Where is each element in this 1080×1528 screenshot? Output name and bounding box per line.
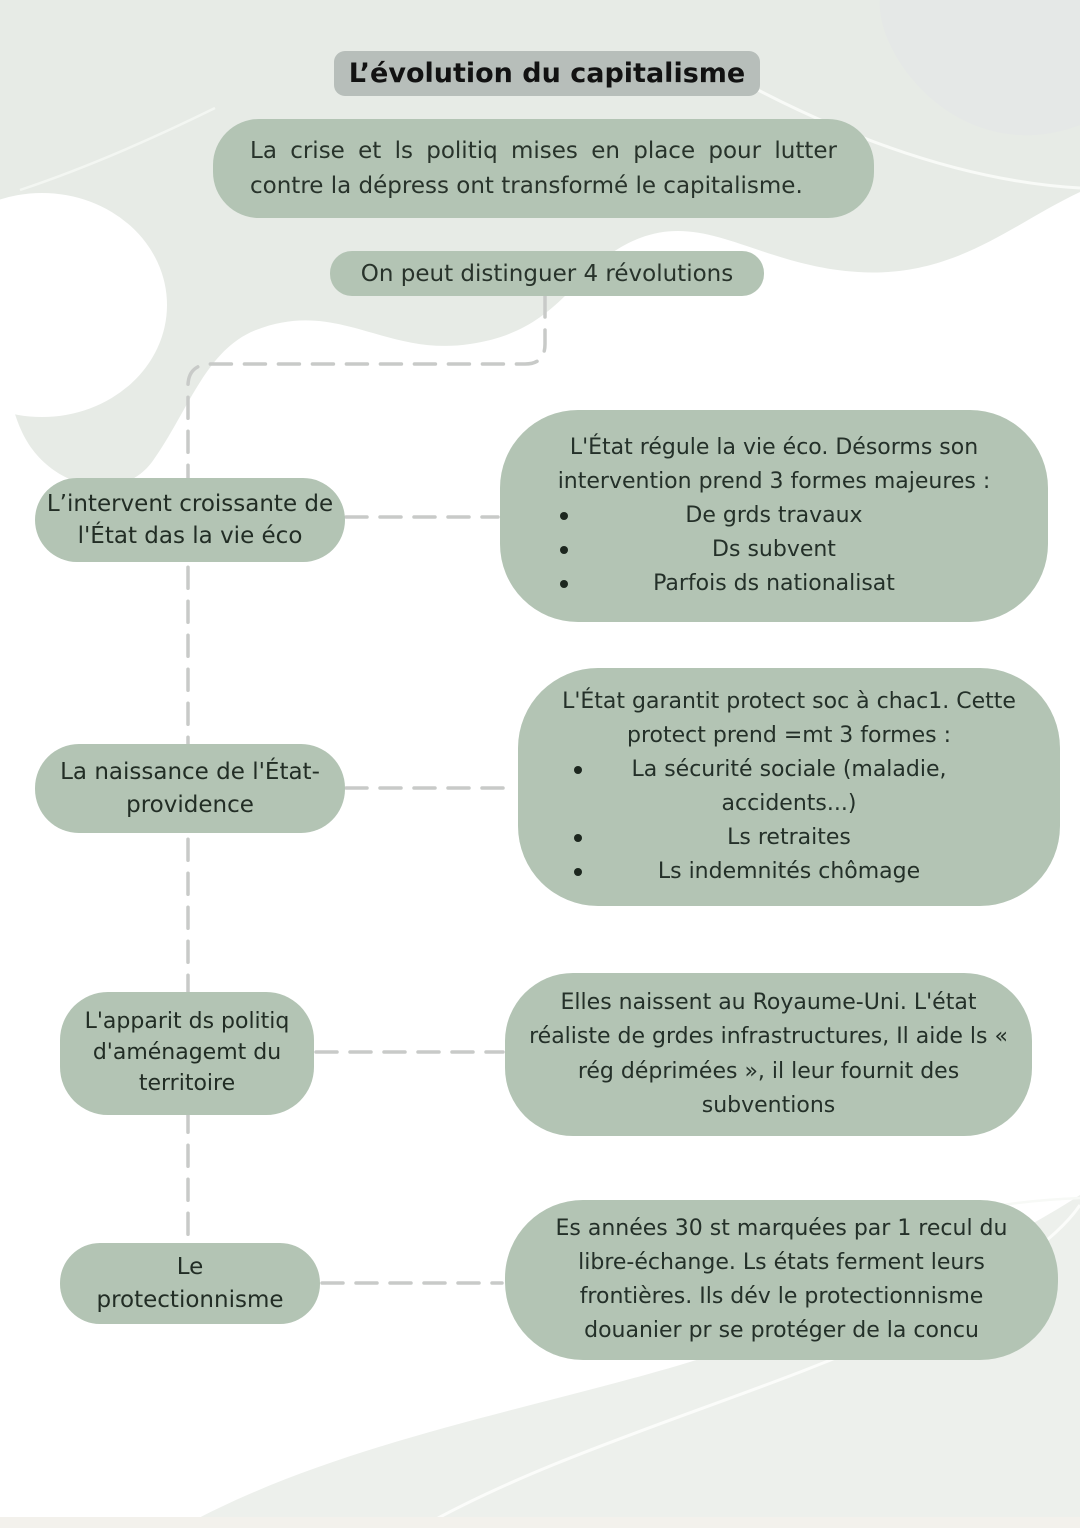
bullet-dot xyxy=(560,580,568,589)
bullet-text: La sécurité sociale (maladie, accidents.… xyxy=(631,756,947,816)
bullet-text: Ds subvent xyxy=(712,537,836,563)
branch-3-detail: Elles naissent au Royaume-Uni. L'état ré… xyxy=(505,973,1032,1136)
branch-2-detail: L'État garantit protect soc à chac1. Cet… xyxy=(518,668,1060,906)
branch-3-detail-text: Elles naissent au Royaume-Uni. L'état ré… xyxy=(529,990,1008,1118)
branch-4-topic-text: Le protectionnisme xyxy=(96,1254,284,1313)
bullet-item: Ls retraites xyxy=(544,821,1034,855)
bullet-dot xyxy=(574,868,582,877)
branch-2-bullets: La sécurité sociale (maladie, accidents.… xyxy=(544,753,1034,889)
page-title-text: L’évolution du capitalisme xyxy=(348,58,746,89)
bullet-item: De grds travaux xyxy=(530,499,1018,533)
branch-4-topic: Le protectionnisme xyxy=(60,1243,320,1324)
bullet-dot xyxy=(574,765,582,774)
branch-1-bullets: De grds travaux Ds subvent Parfois ds na… xyxy=(530,499,1018,601)
bullet-text: Ls indemnités chômage xyxy=(657,859,921,885)
branch-1-topic: L’intervent croissante de l'État das la … xyxy=(35,478,345,562)
branch-3-topic-text: L'apparit ds politiq d'aménagemt du terr… xyxy=(84,1009,290,1096)
branch-1-topic-text: L’intervent croissante de l'État das la … xyxy=(46,490,334,549)
branch-2-detail-intro: L'État garantit protect soc à chac1. Cet… xyxy=(562,688,1016,748)
branch-4-detail: Es années 30 st marquées par 1 recul du … xyxy=(505,1200,1058,1360)
branch-2-topic: La naissance de l'État-providence xyxy=(35,744,345,833)
subtitle-note-text: On peut distinguer 4 révolutions xyxy=(360,260,734,287)
bullet-item: Ds subvent xyxy=(530,533,1018,567)
branch-4-detail-text: Es années 30 st marquées par 1 recul du … xyxy=(555,1215,1008,1344)
bullet-text: De grds travaux xyxy=(685,502,863,528)
bullet-item: Parfois ds nationalisat xyxy=(530,567,1018,601)
intro-note: La crise et ls politiq mises en place po… xyxy=(213,119,874,218)
page-title: L’évolution du capitalisme xyxy=(334,51,760,96)
branch-1-detail: L'État régule la vie éco. Désorms son in… xyxy=(500,410,1048,622)
branch-2-topic-text: La naissance de l'État-providence xyxy=(60,759,320,818)
bullet-text: Parfois ds nationalisat xyxy=(653,571,895,597)
branch-1-detail-intro: L'État régule la vie éco. Désorms son in… xyxy=(557,434,991,494)
bullet-dot xyxy=(560,511,568,520)
bullet-text: Ls retraites xyxy=(727,825,851,851)
branch-3-topic: L'apparit ds politiq d'aménagemt du terr… xyxy=(60,992,314,1115)
bullet-dot xyxy=(560,546,568,555)
bullet-dot xyxy=(574,834,582,843)
intro-note-text: La crise et ls politiq mises en place po… xyxy=(250,138,837,199)
bullet-item: La sécurité sociale (maladie, accidents.… xyxy=(544,753,1034,821)
subtitle-note: On peut distinguer 4 révolutions xyxy=(330,251,764,296)
bullet-item: Ls indemnités chômage xyxy=(544,855,1034,889)
